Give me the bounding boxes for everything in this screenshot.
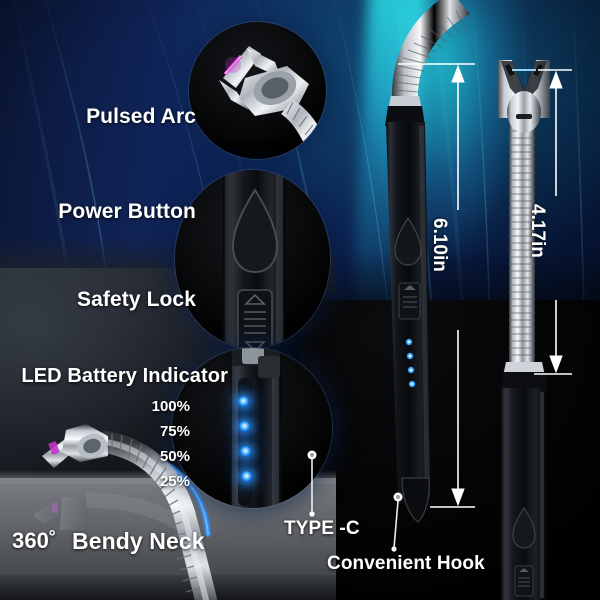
label-bendy-neck: Bendy Neck [72, 528, 205, 554]
callout-circle-power-safety [175, 170, 330, 348]
dimension-4-17in [534, 69, 572, 375]
callout-circle-led-battery [172, 348, 332, 508]
dimension-label-body: 6.10in [429, 218, 450, 272]
battery-level-75: 75% [159, 423, 190, 440]
dimension-6-10in [398, 63, 475, 508]
center-lighter-body [385, 96, 432, 523]
bendy-flexneck [95, 431, 217, 600]
bendy-neck-band-shadow [0, 575, 336, 600]
label-type-c: TYPE -C [284, 518, 360, 539]
label-power-button: Power Button [58, 200, 196, 223]
bendy-head [42, 424, 108, 468]
leader-convenient-hook [391, 492, 403, 552]
center-led-indicator [405, 338, 416, 388]
led-dot-100 [238, 396, 249, 407]
led-dot-75 [239, 421, 250, 432]
battery-level-25: 25% [159, 473, 190, 490]
battery-level-100: 100% [151, 398, 190, 415]
led-dot-50 [240, 446, 251, 457]
label-bendy-angle: 360˚ [12, 528, 56, 554]
black-backdrop-right [300, 300, 600, 600]
dimension-label-neck: 4.17in [527, 204, 548, 258]
callout-circle-pulsed-arc [189, 22, 326, 159]
degree-symbol: ˚ [49, 528, 57, 553]
center-gooseneck [392, 0, 470, 98]
purple-arc-spark [223, 54, 243, 76]
leader-type-c [307, 450, 317, 517]
right-lighter-body [501, 362, 547, 600]
bendy-angle-value: 360 [12, 528, 50, 553]
right-lighter-head [498, 60, 550, 133]
label-pulsed-arc: Pulsed Arc [86, 105, 196, 128]
label-safety-lock: Safety Lock [77, 288, 196, 311]
label-led-battery-indicator: LED Battery Indicator [21, 365, 228, 387]
led-dot-25 [241, 471, 252, 482]
right-gooseneck [509, 118, 535, 363]
battery-level-50: 50% [159, 448, 190, 465]
power-button-glyph [231, 188, 279, 274]
label-convenient-hook: Convenient Hook [327, 553, 485, 574]
